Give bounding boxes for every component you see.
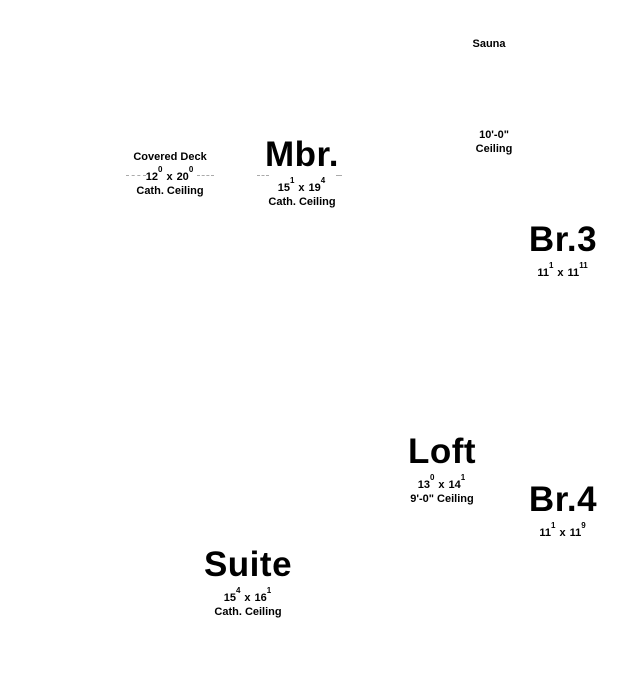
dim-width-inches: 0 [157, 164, 163, 174]
dim-width-inches: 1 [548, 260, 554, 270]
dim-length: 14 [448, 478, 461, 491]
dim-width: 15 [223, 591, 236, 604]
dim-x: x [438, 478, 445, 491]
dim-width-inches: 1 [289, 175, 295, 185]
dim-x: x [557, 266, 564, 279]
loft-ceiling: 9'-0" Ceiling [410, 492, 474, 505]
dim-length-inches: 1 [460, 472, 466, 482]
dim-x: x [298, 181, 305, 194]
dim-width-inches: 1 [550, 520, 556, 530]
mbr-name: Mbr. [265, 135, 339, 174]
mbr-ceiling: Cath. Ceiling [268, 195, 336, 208]
br3-name: Br.3 [528, 220, 598, 259]
dim-width-inches: 4 [235, 585, 241, 595]
sauna-label: Sauna [472, 38, 506, 50]
dim-length-inches: 0 [188, 164, 194, 174]
dim-x: x [166, 170, 173, 183]
covered-deck-dim-line-left [126, 175, 146, 176]
dim-length-inches: 11 [579, 260, 588, 270]
covered-deck-dim-line-right [197, 175, 214, 176]
dim-length-inches: 9 [581, 520, 586, 530]
br4-name: Br.4 [528, 480, 598, 519]
dim-length-inches: 4 [320, 175, 326, 185]
mbr-dim-line-right [336, 175, 342, 176]
covered-deck-ceiling: Cath. Ceiling [136, 184, 204, 197]
dim-width: 11 [537, 266, 549, 279]
dim-length: 16 [254, 591, 267, 604]
dim-length-inches: 1 [266, 585, 272, 595]
dim-length: 11 [567, 266, 580, 279]
suite-ceiling: Cath. Ceiling [214, 605, 282, 618]
dim-width: 11 [539, 526, 551, 539]
dim-width: 15 [277, 181, 290, 194]
suite-name: Suite [203, 545, 293, 584]
mbr-dim-line-left [257, 175, 269, 176]
dim-x: x [559, 526, 566, 539]
hall-ceiling-line2: Ceiling [475, 143, 513, 155]
loft-name: Loft [407, 432, 477, 471]
dim-length: 19 [308, 181, 321, 194]
dim-width-inches: 0 [429, 472, 435, 482]
dim-width: 13 [417, 478, 430, 491]
dim-length: 11 [569, 526, 582, 539]
dim-length: 20 [176, 170, 189, 183]
covered-deck-name: Covered Deck [133, 151, 207, 163]
hall-ceiling-line1: 10'-0" [479, 129, 509, 141]
dim-x: x [244, 591, 251, 604]
dim-width: 12 [145, 170, 158, 183]
